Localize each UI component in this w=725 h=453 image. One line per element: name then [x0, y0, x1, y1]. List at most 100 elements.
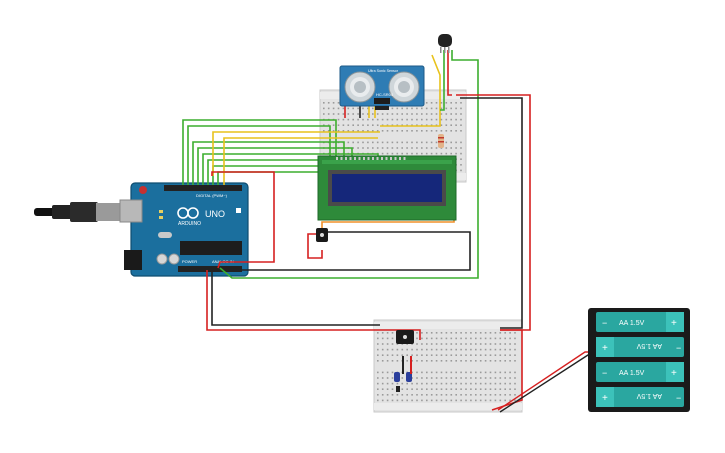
breadboard-hole	[445, 141, 448, 144]
breadboard-hole	[460, 147, 462, 149]
breadboard-hole	[430, 377, 433, 379]
breadboard-hole	[323, 107, 325, 110]
breadboard-hole	[440, 343, 443, 345]
breadboard-hole	[479, 360, 482, 362]
breadboard-hole	[327, 107, 330, 110]
breadboard-hole	[460, 118, 462, 121]
breadboard-hole	[386, 332, 389, 334]
breadboard-hole	[450, 332, 453, 334]
breadboard-hole	[450, 371, 453, 374]
breadboard-hole	[421, 371, 423, 374]
breadboard-hole	[440, 113, 443, 115]
breadboard-hole	[426, 382, 428, 385]
breadboard-hole	[509, 382, 511, 385]
breadboard-hole	[430, 360, 433, 362]
small-component-1[interactable]	[316, 228, 328, 242]
breadboard-hole	[484, 343, 487, 345]
breadboard-hole	[367, 107, 369, 110]
breadboard-hole	[450, 130, 452, 132]
breadboard-hole	[470, 332, 472, 334]
battery-cell: +−AA 1.5V	[596, 312, 684, 332]
breadboard-hole	[430, 332, 433, 334]
breadboard-hole	[504, 360, 506, 362]
breadboard-hole	[499, 332, 502, 334]
breadboard-hole	[475, 354, 477, 356]
breadboard-hole	[435, 113, 438, 115]
breadboard-hole	[499, 354, 502, 356]
breadboard-hole	[484, 360, 487, 362]
transistor[interactable]	[396, 330, 414, 344]
breadboard-hole	[494, 394, 497, 396]
breadboard-hole	[460, 354, 462, 356]
breadboard-hole	[367, 124, 369, 126]
breadboard-hole	[411, 348, 413, 351]
breadboard-hole	[499, 360, 502, 362]
breadboard-hole	[460, 113, 462, 115]
breadboard-hole	[416, 113, 418, 115]
breadboard-hole	[381, 371, 384, 374]
breadboard-hole	[475, 343, 477, 345]
breadboard-hole	[396, 141, 399, 144]
breadboard-hole	[450, 102, 452, 104]
breadboard-hole	[514, 348, 516, 351]
breadboard-hole	[479, 354, 482, 356]
breadboard-hole	[386, 118, 389, 121]
breadboard-hole	[425, 102, 428, 104]
temperature-sensor[interactable]	[438, 34, 452, 53]
breadboard-hole	[386, 337, 389, 340]
breadboard-hole	[460, 152, 462, 155]
breadboard-hole	[347, 107, 350, 110]
breadboard-hole	[381, 141, 384, 144]
push-buttons[interactable]	[394, 356, 412, 392]
breadboard-hole	[435, 141, 438, 144]
breadboard-hole	[391, 113, 394, 115]
resistor[interactable]	[438, 134, 444, 148]
breadboard-hole	[489, 348, 492, 351]
breadboard-hole	[381, 343, 384, 345]
breadboard-hole	[352, 113, 354, 115]
breadboard-hole	[494, 382, 497, 385]
breadboard-hole	[381, 130, 384, 132]
breadboard-hole	[445, 377, 448, 379]
breadboard-hole	[440, 130, 443, 132]
breadboard-hole	[416, 107, 418, 110]
breadboard-hole	[450, 354, 453, 356]
breadboard-hole	[465, 348, 467, 351]
breadboard-hole	[362, 130, 364, 132]
breadboard-hole	[347, 113, 350, 115]
breadboard-hole	[421, 152, 423, 155]
breadboard-hole	[396, 147, 399, 149]
breadboard-hole	[401, 118, 403, 121]
breadboard-hole	[470, 382, 472, 385]
breadboard-hole	[377, 394, 379, 396]
breadboard-hole	[425, 118, 428, 121]
breadboard-hole	[509, 377, 511, 379]
breadboard-hole	[332, 107, 335, 110]
breadboard-hole	[479, 337, 482, 340]
breadboard-hole	[386, 147, 389, 149]
breadboard-hole	[411, 382, 413, 385]
breadboard-hole	[425, 152, 428, 155]
arduino-uno[interactable]: ARDUINO UNO POWER ANALOG IN DIGITAL (PWM…	[119, 182, 249, 277]
breadboard-hole	[475, 382, 477, 385]
breadboard-hole	[499, 399, 502, 402]
breadboard-hole	[489, 382, 492, 385]
breadboard-hole	[489, 337, 492, 340]
breadboard-hole	[504, 343, 506, 345]
breadboard-hole	[406, 354, 408, 356]
breadboard-hole	[381, 399, 384, 402]
breadboard-hole	[455, 388, 457, 390]
breadboard-hole	[484, 382, 487, 385]
breadboard-hole	[421, 337, 423, 340]
breadboard-hole	[445, 382, 448, 385]
breadboard-hole	[372, 113, 374, 115]
lcd-display[interactable]	[317, 155, 457, 221]
breadboard-hole	[425, 147, 428, 149]
breadboard-hole	[416, 343, 418, 345]
breadboard-hole	[381, 152, 384, 155]
breadboard-hole	[465, 377, 467, 379]
ultrasonic-sensor[interactable]: Ultra Sonic Sensor HC-SR04	[339, 65, 425, 110]
breadboard-hole	[396, 130, 399, 132]
breadboard-hole	[411, 399, 413, 402]
breadboard-hole	[455, 102, 457, 104]
